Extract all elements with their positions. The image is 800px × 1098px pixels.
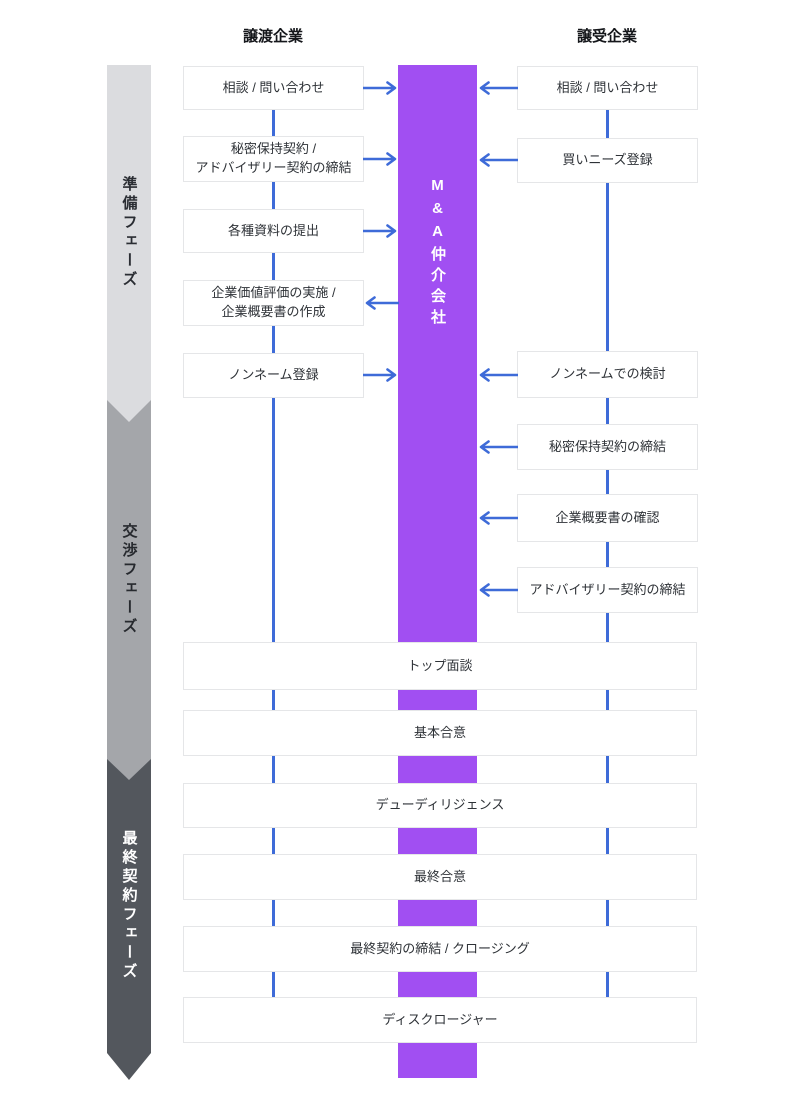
shared-step-final-agreement: 最終合意 (183, 854, 697, 900)
buyer-step-needs-registration: 買いニーズ登録 (517, 138, 698, 183)
seller-step-documents: 各種資料の提出 (183, 209, 364, 253)
buyer-connector-line (606, 88, 609, 997)
step-label: 相談 / 問い合わせ (222, 79, 325, 95)
seller-column-header: 譲渡企業 (242, 28, 303, 45)
seller-step-valuation: 企業価値評価の実施 / 企業概要書の作成 (183, 280, 364, 326)
arrow-left-icon (477, 439, 518, 455)
shared-step-disclosure: ディスクロージャー (183, 997, 697, 1043)
shared-step-top-meeting: トップ面談 (183, 642, 697, 690)
arrow-left-icon (477, 80, 518, 96)
arrow-left-icon (477, 152, 518, 168)
seller-step-noname-registration: ノンネーム登録 (183, 353, 364, 398)
step-label: トップ面談 (407, 657, 473, 673)
shared-step-basic-agreement: 基本合意 (183, 710, 697, 756)
arrow-left-icon (477, 582, 518, 598)
arrow-right-icon (363, 80, 399, 96)
seller-connector-line (272, 88, 275, 997)
intermediary-column: M&A仲介会社 (398, 65, 477, 1078)
buyer-column-header: 譲受企業 (576, 28, 637, 45)
step-label: 最終合意 (413, 868, 466, 884)
step-label: 基本合意 (413, 724, 466, 740)
arrow-right-icon (363, 151, 399, 167)
arrow-right-icon (363, 223, 399, 239)
step-label: ノンネーム登録 (228, 367, 319, 383)
buyer-step-profile-check: 企業概要書の確認 (517, 494, 698, 542)
buyer-step-nda: 秘密保持契約の締結 (517, 424, 698, 470)
step-label-line2: 企業概要書の作成 (221, 304, 326, 319)
shared-step-closing: 最終契約の締結 / クロージング (183, 926, 697, 972)
intermediary-label: M&A仲介会社 (429, 177, 446, 330)
step-label: 秘密保持契約の締結 (548, 438, 666, 454)
shared-step-due-diligence: デューディリジェンス (183, 783, 697, 828)
step-label: ディスクロージャー (382, 1011, 498, 1027)
step-label: 秘密保持契約 / (230, 141, 317, 157)
phase-final-contract-label: 最終契約フェーズ (120, 830, 138, 982)
step-label: アドバイザリー契約の締結 (529, 581, 686, 597)
step-label: ノンネームでの検討 (549, 366, 666, 382)
arrow-left-icon (477, 510, 518, 526)
step-label: デューディリジェンス (375, 797, 505, 813)
step-label: 買いニーズ登録 (562, 152, 653, 168)
phase-bar-negotiation: 交渉フェーズ (107, 400, 151, 780)
step-label: 相談 / 問い合わせ (556, 79, 659, 95)
seller-step-nda-advisory: 秘密保持契約 / アドバイザリー契約の締結 (183, 136, 364, 182)
buyer-step-advisory-contract: アドバイザリー契約の締結 (517, 567, 698, 613)
buyer-step-consultation: 相談 / 問い合わせ (517, 66, 698, 110)
step-label: 最終契約の締結 / クロージング (350, 940, 530, 956)
seller-step-consultation: 相談 / 問い合わせ (183, 66, 364, 110)
arrow-left-icon (363, 295, 399, 311)
step-label: 企業概要書の確認 (555, 509, 660, 525)
step-label: 企業価値評価の実施 / (211, 285, 336, 301)
arrow-right-icon (363, 367, 399, 383)
step-label-line2: アドバイザリー契約の締結 (195, 160, 352, 175)
phase-bar-final-contract: 最終契約フェーズ (107, 759, 151, 1080)
phase-negotiation-label: 交渉フェーズ (120, 522, 138, 637)
phase-preparation-label: 準備フェーズ (120, 175, 138, 290)
step-label: 各種資料の提出 (227, 222, 319, 238)
phase-bar-preparation: 準備フェーズ (107, 65, 151, 422)
arrow-left-icon (477, 367, 518, 383)
buyer-step-noname-review: ノンネームでの検討 (517, 351, 698, 398)
